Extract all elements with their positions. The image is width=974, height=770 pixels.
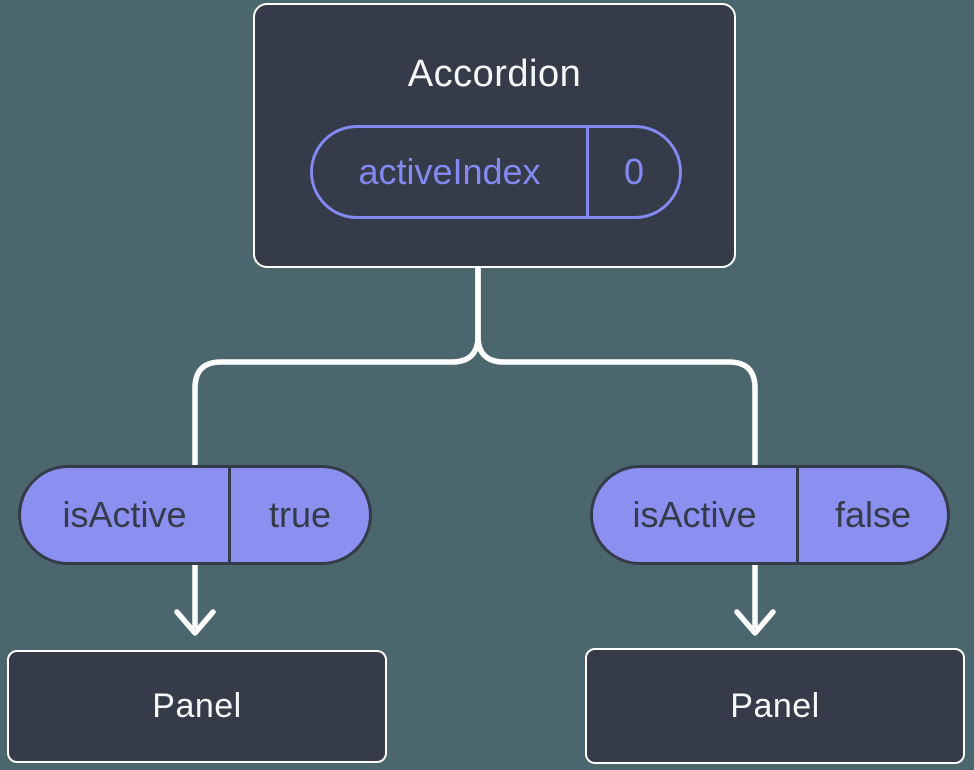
panel-node-label: Panel: [730, 686, 820, 725]
pill-divider: [228, 468, 231, 562]
connector-right-branch: [475, 266, 758, 628]
state-pill-name: activeIndex: [358, 151, 541, 192]
prop-pill-value: false: [834, 494, 912, 535]
accordion-node-title: Accordion: [407, 53, 582, 95]
state-pill-activeindex: activeIndex 0: [310, 125, 682, 219]
arrow-down-icon: [734, 609, 776, 636]
accordion-node: Accordion activeIndex 0: [253, 3, 736, 268]
prop-pill-name: isActive: [632, 494, 757, 535]
state-pill-value: 0: [623, 151, 645, 192]
pill-divider: [586, 128, 589, 216]
prop-pill-isactive-true: isActive true: [18, 465, 372, 565]
pill-divider: [796, 468, 799, 562]
prop-pill-name: isActive: [62, 494, 187, 535]
panel-node-right: Panel: [585, 648, 965, 764]
panel-node-label: Panel: [152, 687, 242, 725]
arrow-down-icon: [174, 609, 216, 636]
panel-node-left: Panel: [7, 650, 387, 763]
prop-pill-value: true: [268, 494, 332, 535]
prop-pill-isactive-false: isActive false: [590, 465, 950, 565]
connector-left-branch: [192, 266, 481, 628]
